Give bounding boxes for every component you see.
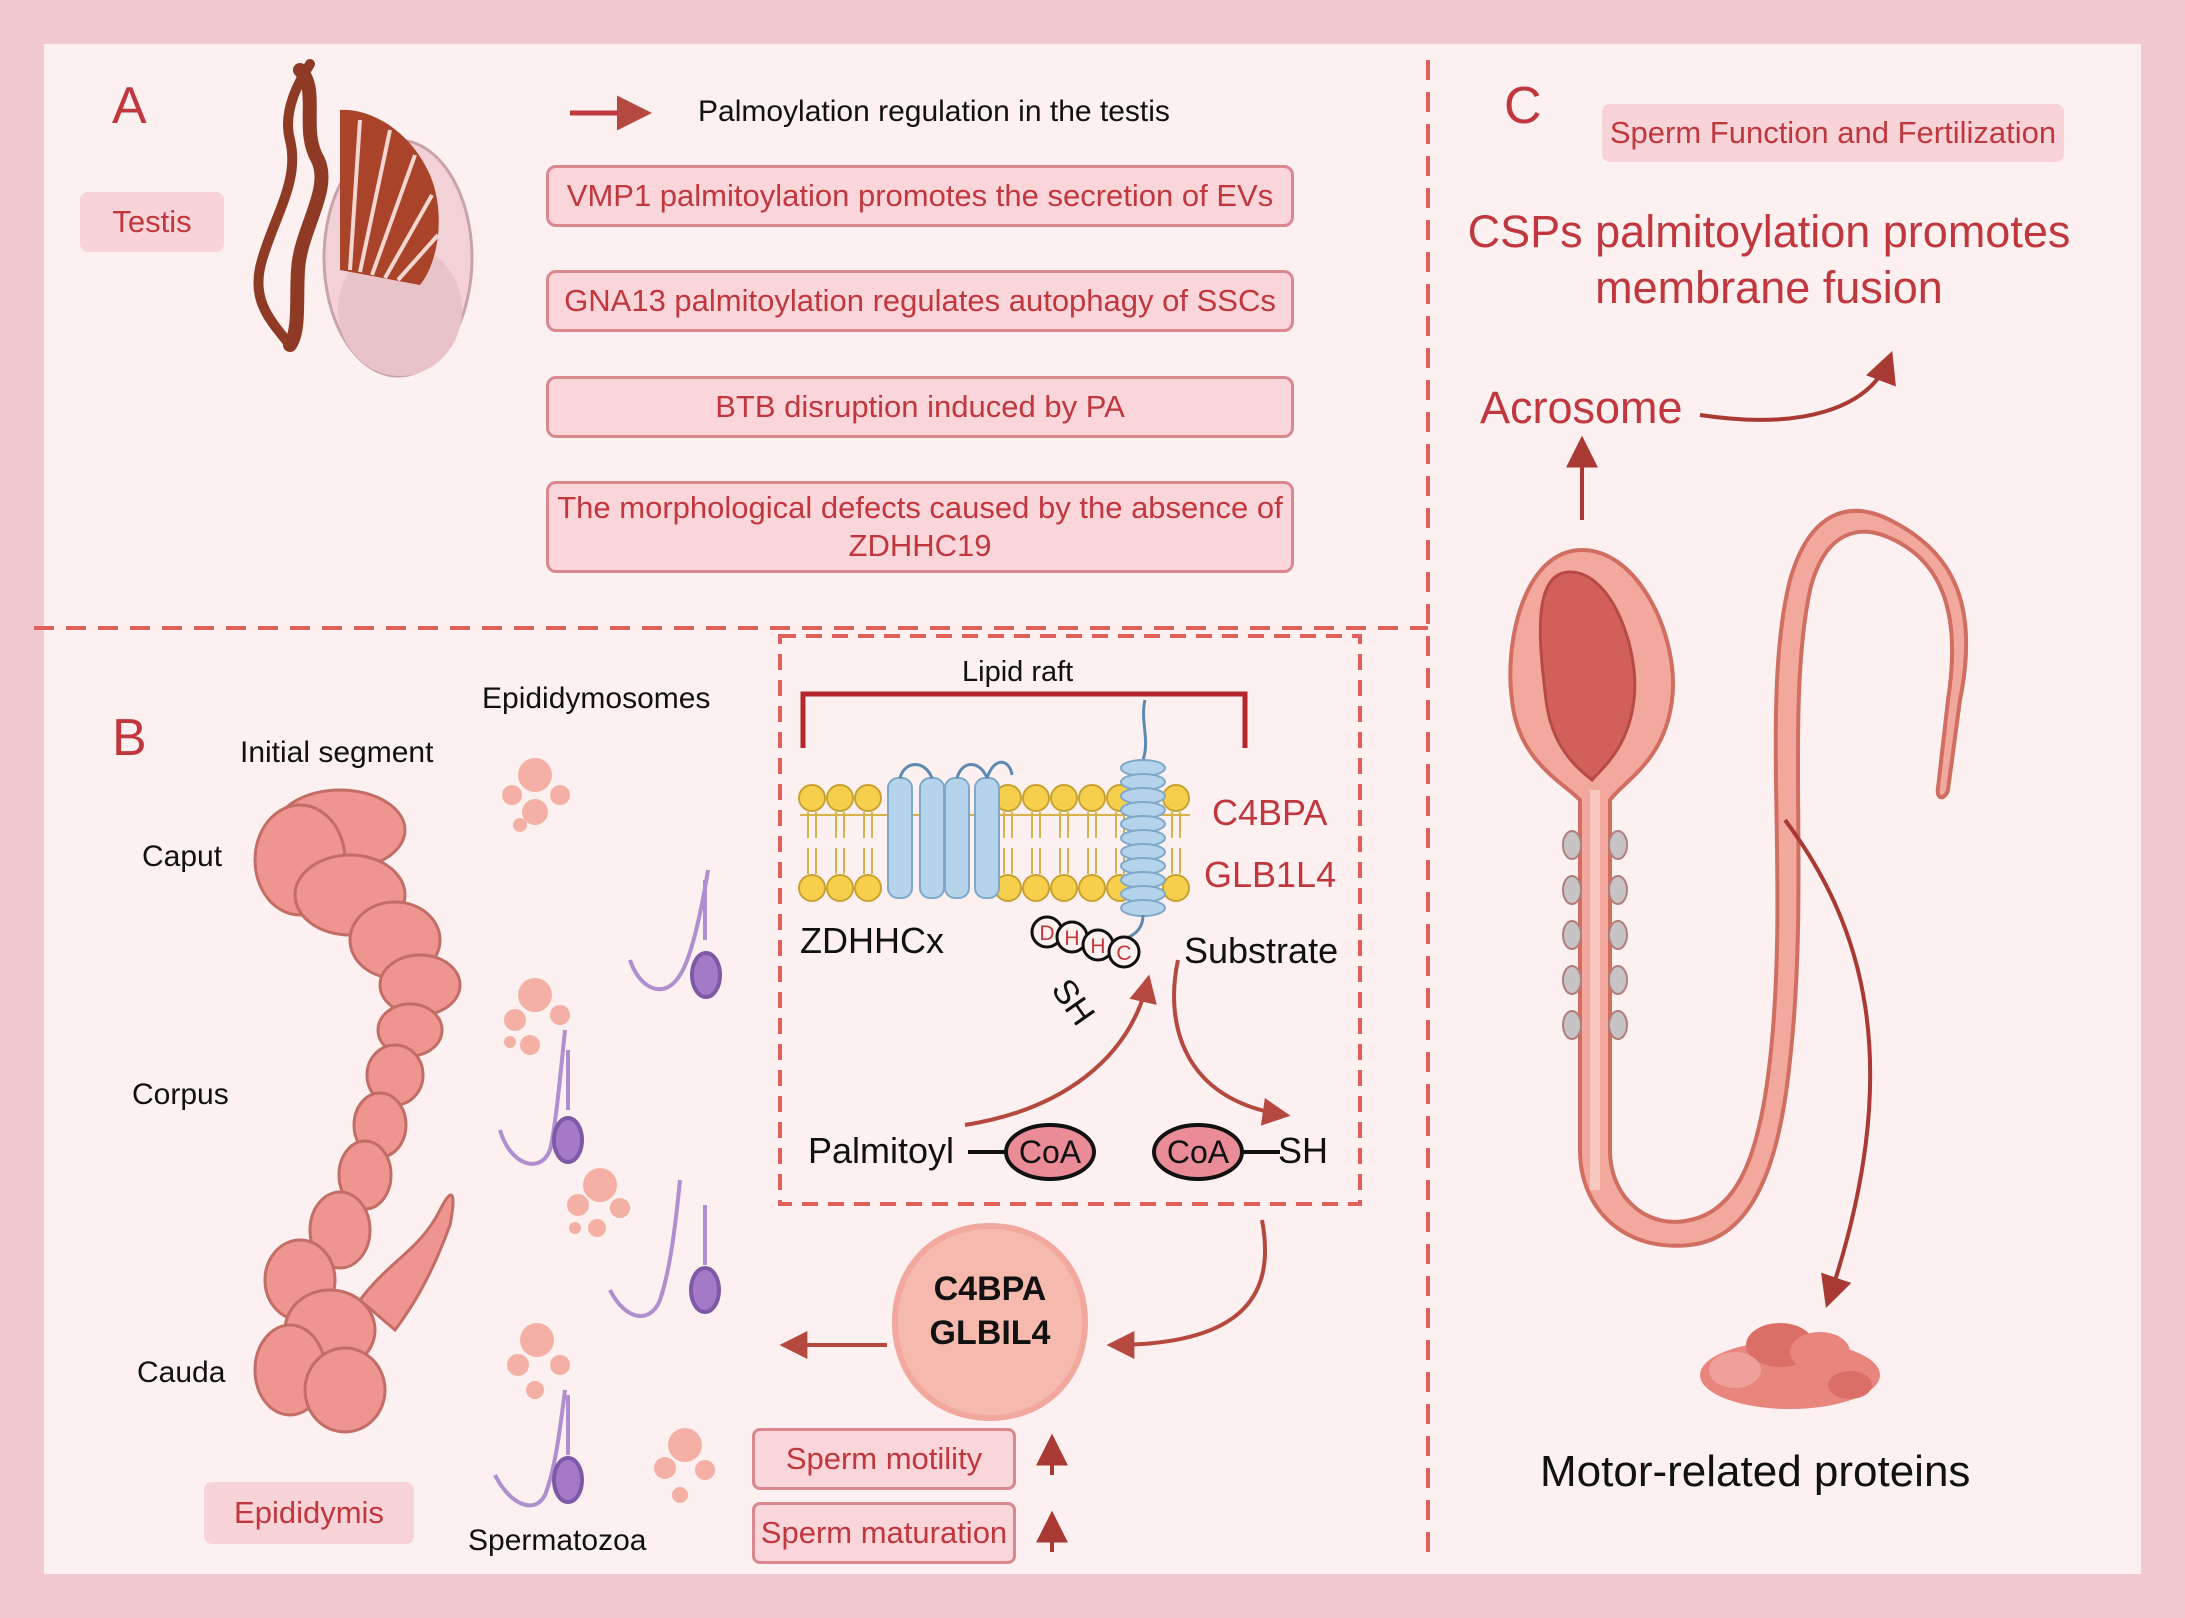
epididymis-illustration xyxy=(253,788,462,1434)
finding-box-1: VMP1 palmitoylation promotes the secreti… xyxy=(546,165,1294,227)
lipid-head xyxy=(1078,784,1106,812)
motif-letter: D xyxy=(1039,922,1054,945)
zdhhcx-enzyme xyxy=(887,760,1014,899)
helix-turn xyxy=(1120,899,1166,917)
release-arrow xyxy=(1172,959,1291,1126)
sperm-function-label: Sperm Function and Fertilization xyxy=(1602,104,2064,162)
panel-b-letter: B xyxy=(112,709,147,767)
lipid-head xyxy=(798,784,826,812)
initial-segment-label: Initial segment xyxy=(240,736,434,769)
coa-left-label: CoA xyxy=(1018,1134,1082,1170)
lipid-head xyxy=(1050,874,1078,902)
motor-protein-cluster xyxy=(1700,1323,1880,1409)
lipid-head xyxy=(1162,874,1190,902)
lipid-head xyxy=(1022,784,1050,812)
substrate-label: Substrate xyxy=(1184,930,1339,971)
sperm-maturation-box: Sperm maturation xyxy=(752,1502,1016,1564)
finding-box-4: The morphological defects caused by the … xyxy=(546,481,1294,573)
motif-circle xyxy=(1107,935,1141,969)
glb1l4-label: GLB1L4 xyxy=(1204,854,1337,895)
caput-label: Caput xyxy=(142,840,223,873)
lipid-head xyxy=(854,874,882,902)
protein-circle xyxy=(891,1222,1089,1422)
motif-letter: H xyxy=(1064,927,1079,950)
palmitoyl-arrow xyxy=(964,974,1157,1127)
panel-c-title-line-2: membrane fusion xyxy=(1595,262,1943,313)
large-sperm xyxy=(1508,508,1969,1248)
cauda-label: Cauda xyxy=(137,1356,226,1389)
acrosome-label: Acrosome xyxy=(1480,382,1683,433)
corpus-label: Corpus xyxy=(132,1078,229,1111)
acrosome-to-fusion-arrow xyxy=(1699,351,1896,422)
spermatozoa-label: Spermatozoa xyxy=(468,1524,647,1557)
epididymosome-clusters xyxy=(502,758,715,1503)
lipid-raft-bracket xyxy=(800,691,1248,748)
panel-a-letter: A xyxy=(112,77,147,135)
motor-proteins-label: Motor-related proteins xyxy=(1540,1447,1971,1496)
palmitoyl-label: Palmitoyl xyxy=(808,1130,955,1171)
lipid-head xyxy=(1078,874,1106,902)
zdhhcx-label: ZDHHCx xyxy=(800,920,944,961)
lipid-raft-box xyxy=(778,634,1362,1206)
finding-box-3: BTB disruption induced by PA xyxy=(546,376,1294,438)
lipid-head xyxy=(826,784,854,812)
testis-illustration xyxy=(253,59,474,378)
lipid-head xyxy=(1022,874,1050,902)
lipid-head xyxy=(826,874,854,902)
coa-oval-left xyxy=(1004,1123,1096,1181)
coa-right-label: CoA xyxy=(1166,1134,1230,1170)
lipid-head xyxy=(1162,784,1190,812)
lipid-head xyxy=(854,784,882,812)
lipid-raft-label: Lipid raft xyxy=(962,656,1074,688)
finding-box-2: GNA13 palmitoylation regulates autophagy… xyxy=(546,270,1294,332)
panel-c-letter: C xyxy=(1504,77,1542,135)
c4bpa-label: C4BPA xyxy=(1212,792,1328,833)
substrate-protein xyxy=(1109,699,1166,944)
epididymis-label: Epididymis xyxy=(204,1482,414,1544)
coa-sh-label: SH xyxy=(1278,1130,1329,1171)
motif-letter: H xyxy=(1090,935,1105,958)
testis-label: Testis xyxy=(80,192,224,252)
spermatozoa-group xyxy=(493,869,722,1508)
epididymosomes-label: Epididymosomes xyxy=(482,682,711,715)
lipid-head xyxy=(798,874,826,902)
legend-text: Palmoylation regulation in the testis xyxy=(698,95,1170,128)
lipid-head xyxy=(1050,784,1078,812)
circle-line-2: GLBIL4 xyxy=(929,1314,1051,1352)
circle-line-1: C4BPA xyxy=(933,1270,1047,1308)
raft-to-circle-arrow xyxy=(1106,1219,1267,1359)
tail-to-motor-arrow xyxy=(1783,818,1873,1309)
sperm-motility-box: Sperm motility xyxy=(752,1428,1016,1490)
motif-letter: C xyxy=(1116,942,1131,965)
panel-c-title-line-1: CSPs palmitoylation promotes xyxy=(1467,206,2071,257)
